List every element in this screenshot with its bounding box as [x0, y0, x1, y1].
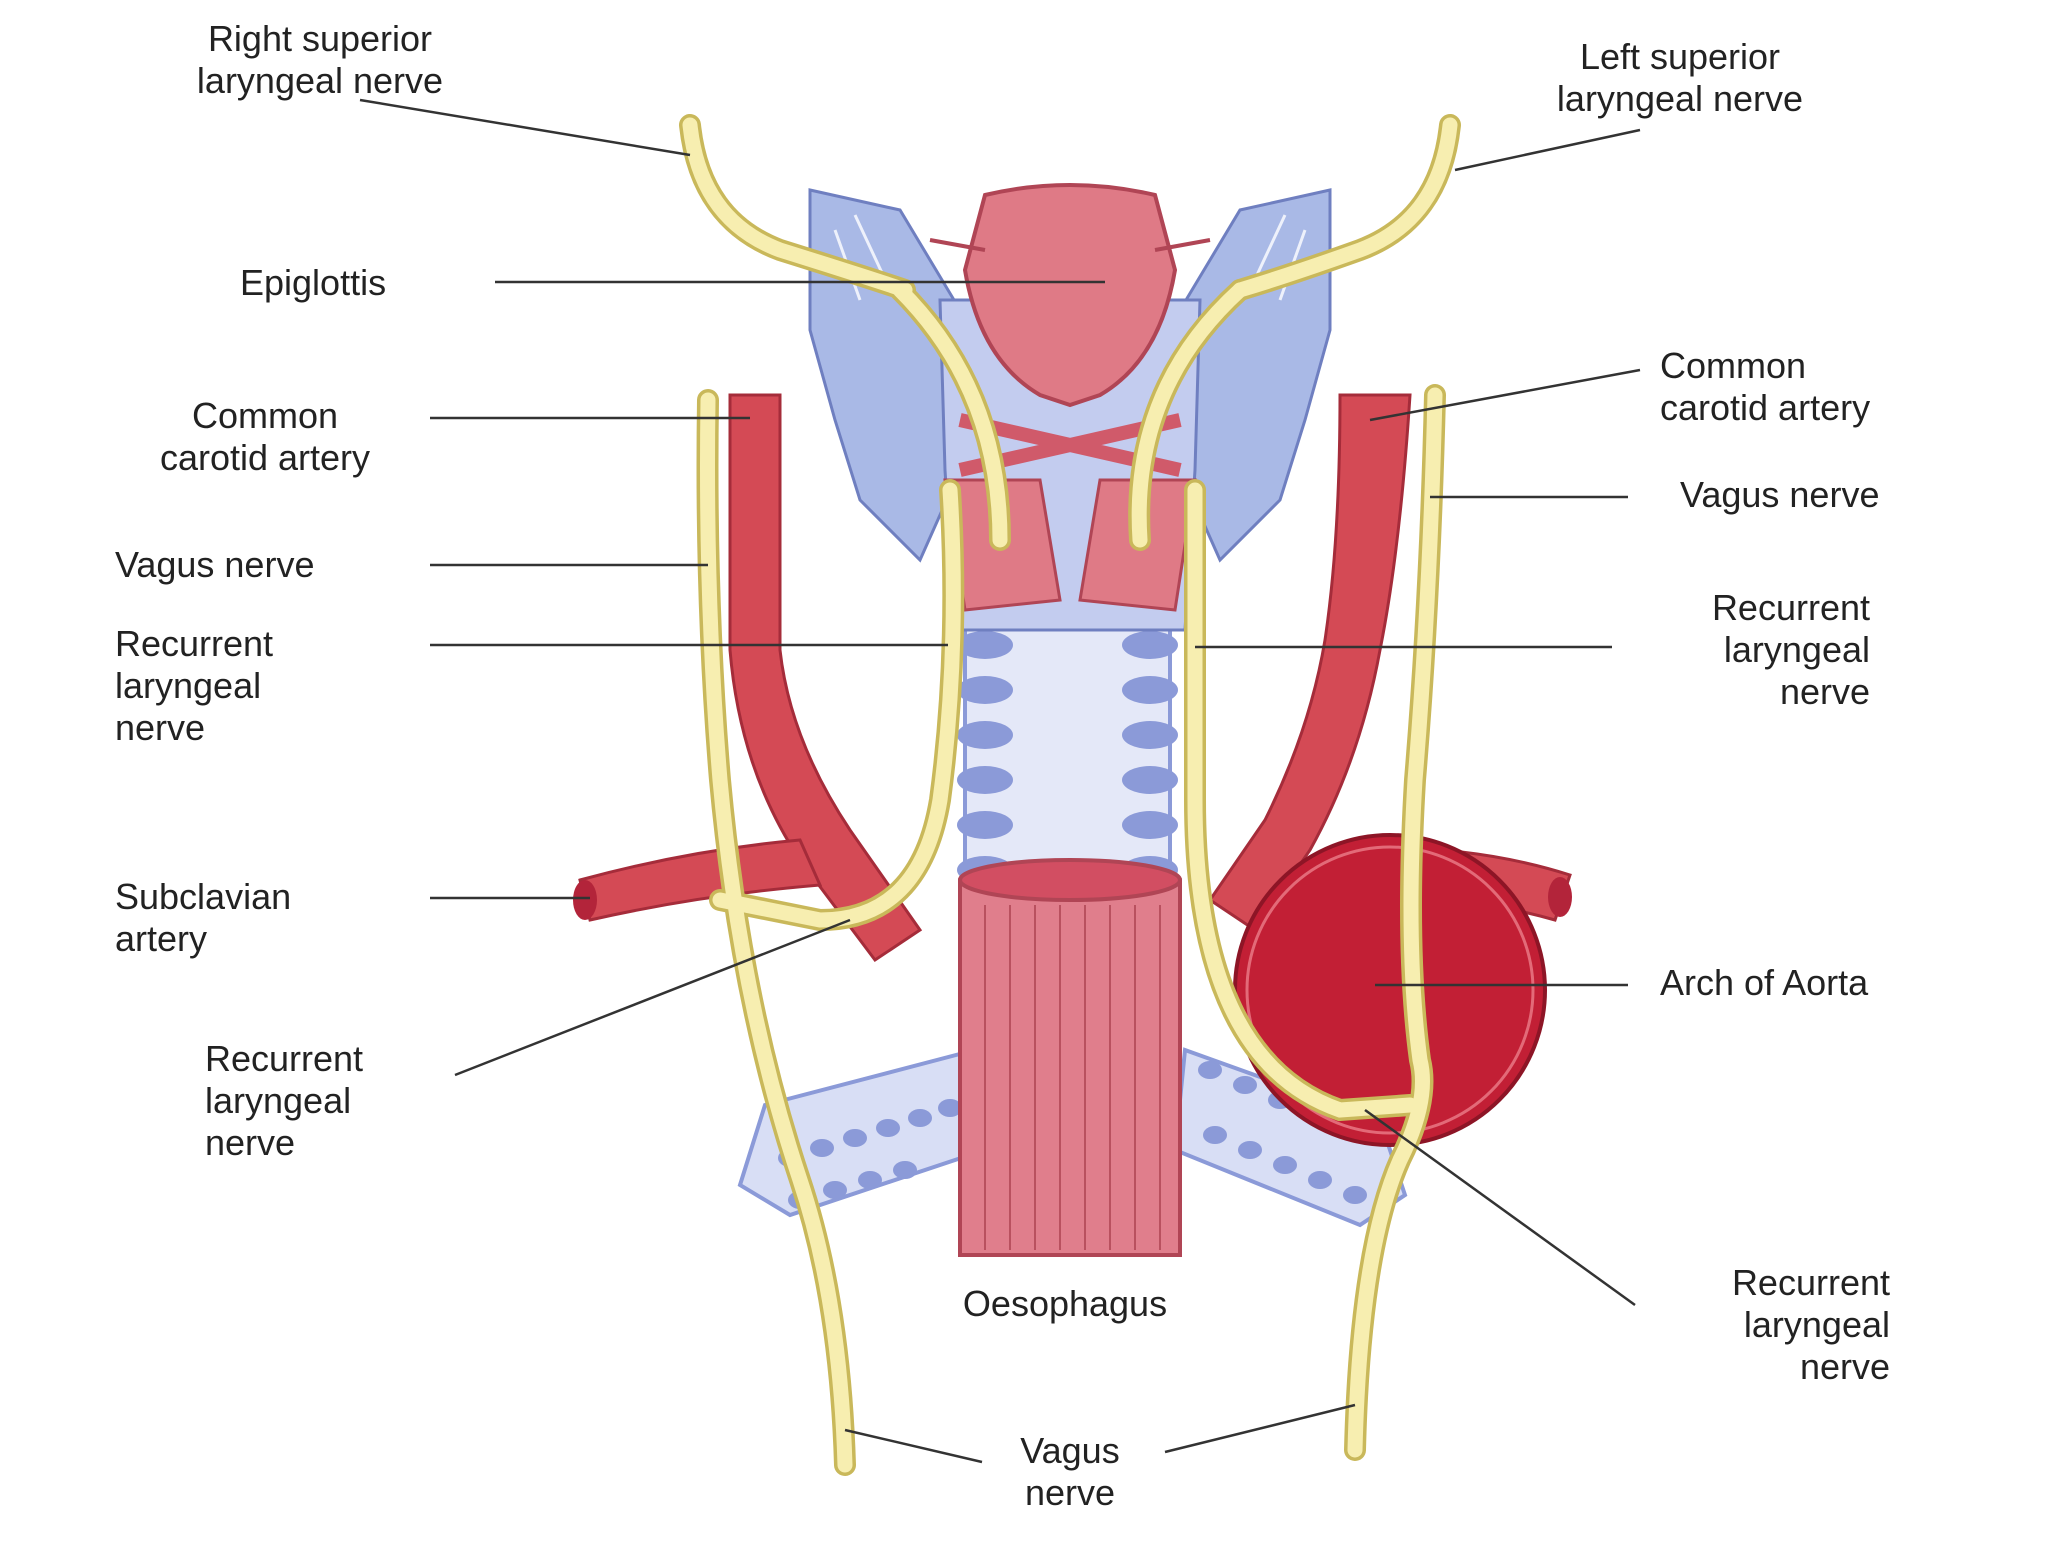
thyroid-cartilage: [808, 188, 962, 563]
leader-right-superior: [359, 98, 691, 157]
nerves: [679, 114, 1461, 1476]
label-recurrent-laryngeal-nerve-lower-left: Recurrent laryngeal nerve: [205, 1038, 364, 1163]
label-recurrent-laryngeal-nerve-lower-right: Recurrent laryngeal nerve: [1731, 1262, 1890, 1387]
label-oesophagus: Oesophagus: [962, 1283, 1168, 1324]
label-recurrent-laryngeal-nerve-upper-left: Recurrent laryngeal nerve: [115, 623, 274, 748]
label-common-carotid-artery-right: Common carotid artery: [1660, 345, 1871, 428]
right-common-carotid-artery: [1207, 393, 1412, 933]
label-vagus-nerve-right: Vagus nerve: [1680, 474, 1880, 515]
leader-lines: [359, 98, 1641, 1464]
epiglottis-shape: [962, 183, 1178, 408]
label-recurrent-laryngeal-nerve-upper-right: Recurrent laryngeal nerve: [1711, 587, 1870, 712]
label-common-carotid-artery-left: Common carotid artery: [159, 395, 371, 478]
leader-vagus-bottom-left: [844, 1428, 983, 1464]
label-epiglottis: Epiglottis: [240, 262, 387, 303]
leader-recurrent-lower-right: [1364, 1108, 1636, 1307]
leader-recurrent-lower-left: [454, 918, 851, 1077]
oesophagus-tube: [958, 865, 1182, 1257]
larynx: [808, 183, 1332, 632]
oesophagus: [958, 858, 1182, 1257]
label-right-superior-laryngeal-nerve: Right superior laryngeal nerve: [196, 18, 444, 101]
left-common-carotid-artery: [728, 393, 923, 963]
label-arch-of-aorta: Arch of Aorta: [1660, 962, 1869, 1003]
label-vagus-nerve-left: Vagus nerve: [115, 544, 315, 585]
label-vagus-nerve-bottom: Vagus nerve: [1020, 1430, 1120, 1513]
label-left-superior-laryngeal-nerve: Left superior laryngeal nerve: [1556, 36, 1804, 119]
leader-common-carotid-right: [1369, 368, 1641, 422]
label-subclavian-artery: Subclavian artery: [115, 876, 292, 959]
leader-vagus-bottom-right: [1164, 1403, 1356, 1454]
leader-left-superior: [1454, 128, 1641, 172]
